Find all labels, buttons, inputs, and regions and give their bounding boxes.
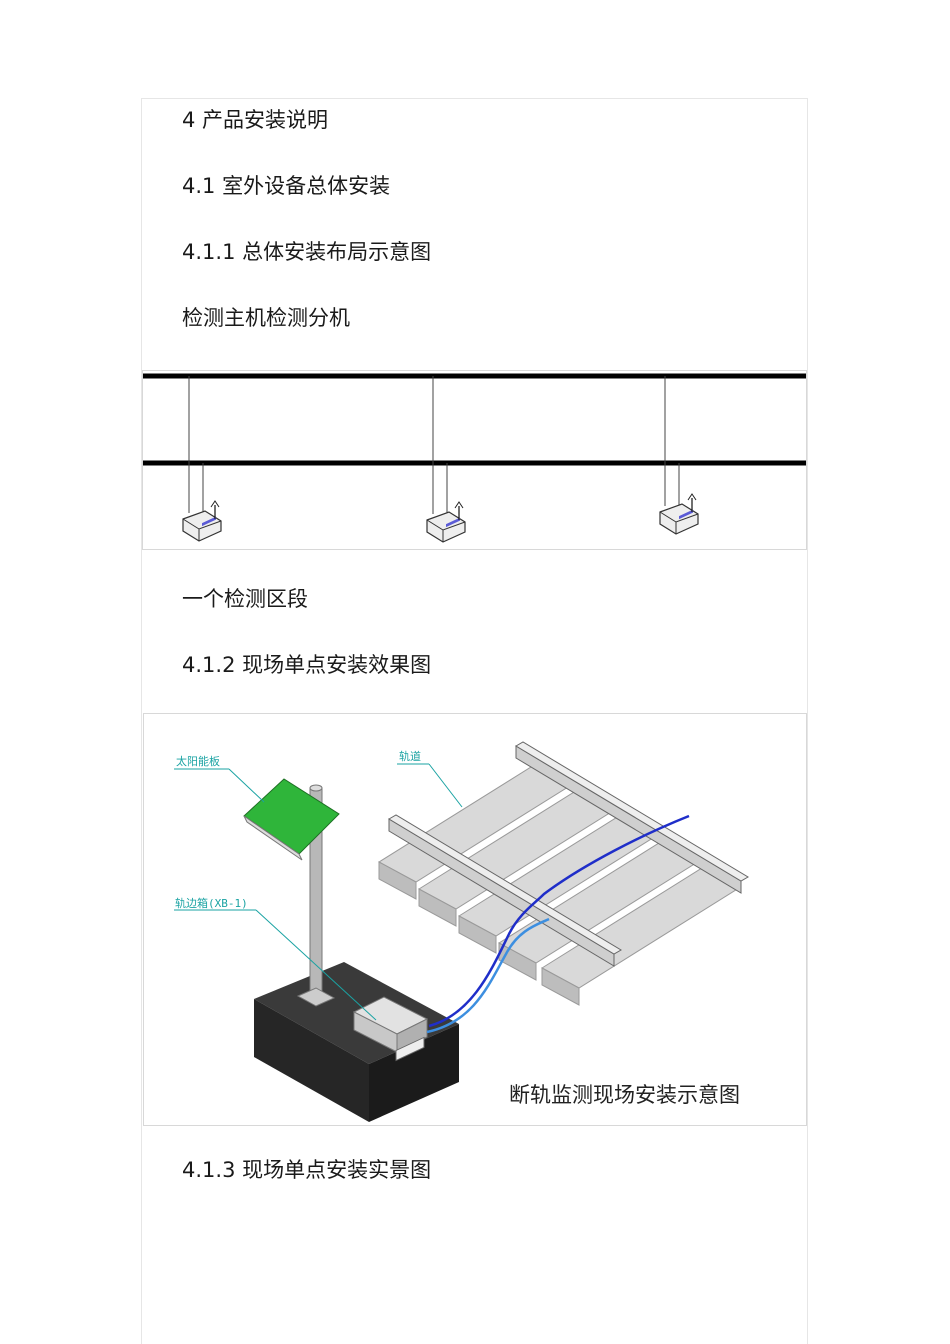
figure-caption: 断轨监测现场安装示意图: [509, 1083, 740, 1107]
foundation-block: [254, 962, 459, 1122]
cable-light: [426, 917, 550, 1034]
heading-4: 4 产品安装说明: [182, 108, 329, 132]
heading-4-1: 4.1 室外设备总体安装: [182, 174, 391, 198]
heading-4-1-3: 4.1.3 现场单点安装实景图: [182, 1158, 432, 1182]
page-frame: [141, 98, 808, 1344]
detector-unit-icon: [182, 500, 222, 542]
detector-unit-icon: [659, 493, 699, 535]
layout-diagram: [142, 370, 807, 550]
cable-dark: [428, 814, 690, 1028]
heading-4-1-2: 4.1.2 现场单点安装效果图: [182, 653, 432, 677]
detector-unit-icon: [426, 501, 466, 543]
label-track: 轨道: [399, 749, 421, 763]
label-trackside-box: 轨边箱(XB-1): [175, 896, 248, 910]
track-sleepers: [378, 761, 740, 1006]
label-solar-panel: 太阳能板: [176, 754, 220, 768]
installation-illustration: 太阳能板 轨道 轨边箱(XB-1) 断轨监测现场安装示意图: [143, 713, 807, 1126]
text-section: 一个检测区段: [182, 587, 308, 611]
heading-4-1-1: 4.1.1 总体安装布局示意图: [182, 240, 432, 264]
track-rails: [388, 741, 749, 967]
trackside-box-icon: [352, 996, 429, 1062]
solar-panel-icon: [243, 778, 340, 861]
text-layout-labels: 检测主机检测分机: [182, 306, 350, 330]
